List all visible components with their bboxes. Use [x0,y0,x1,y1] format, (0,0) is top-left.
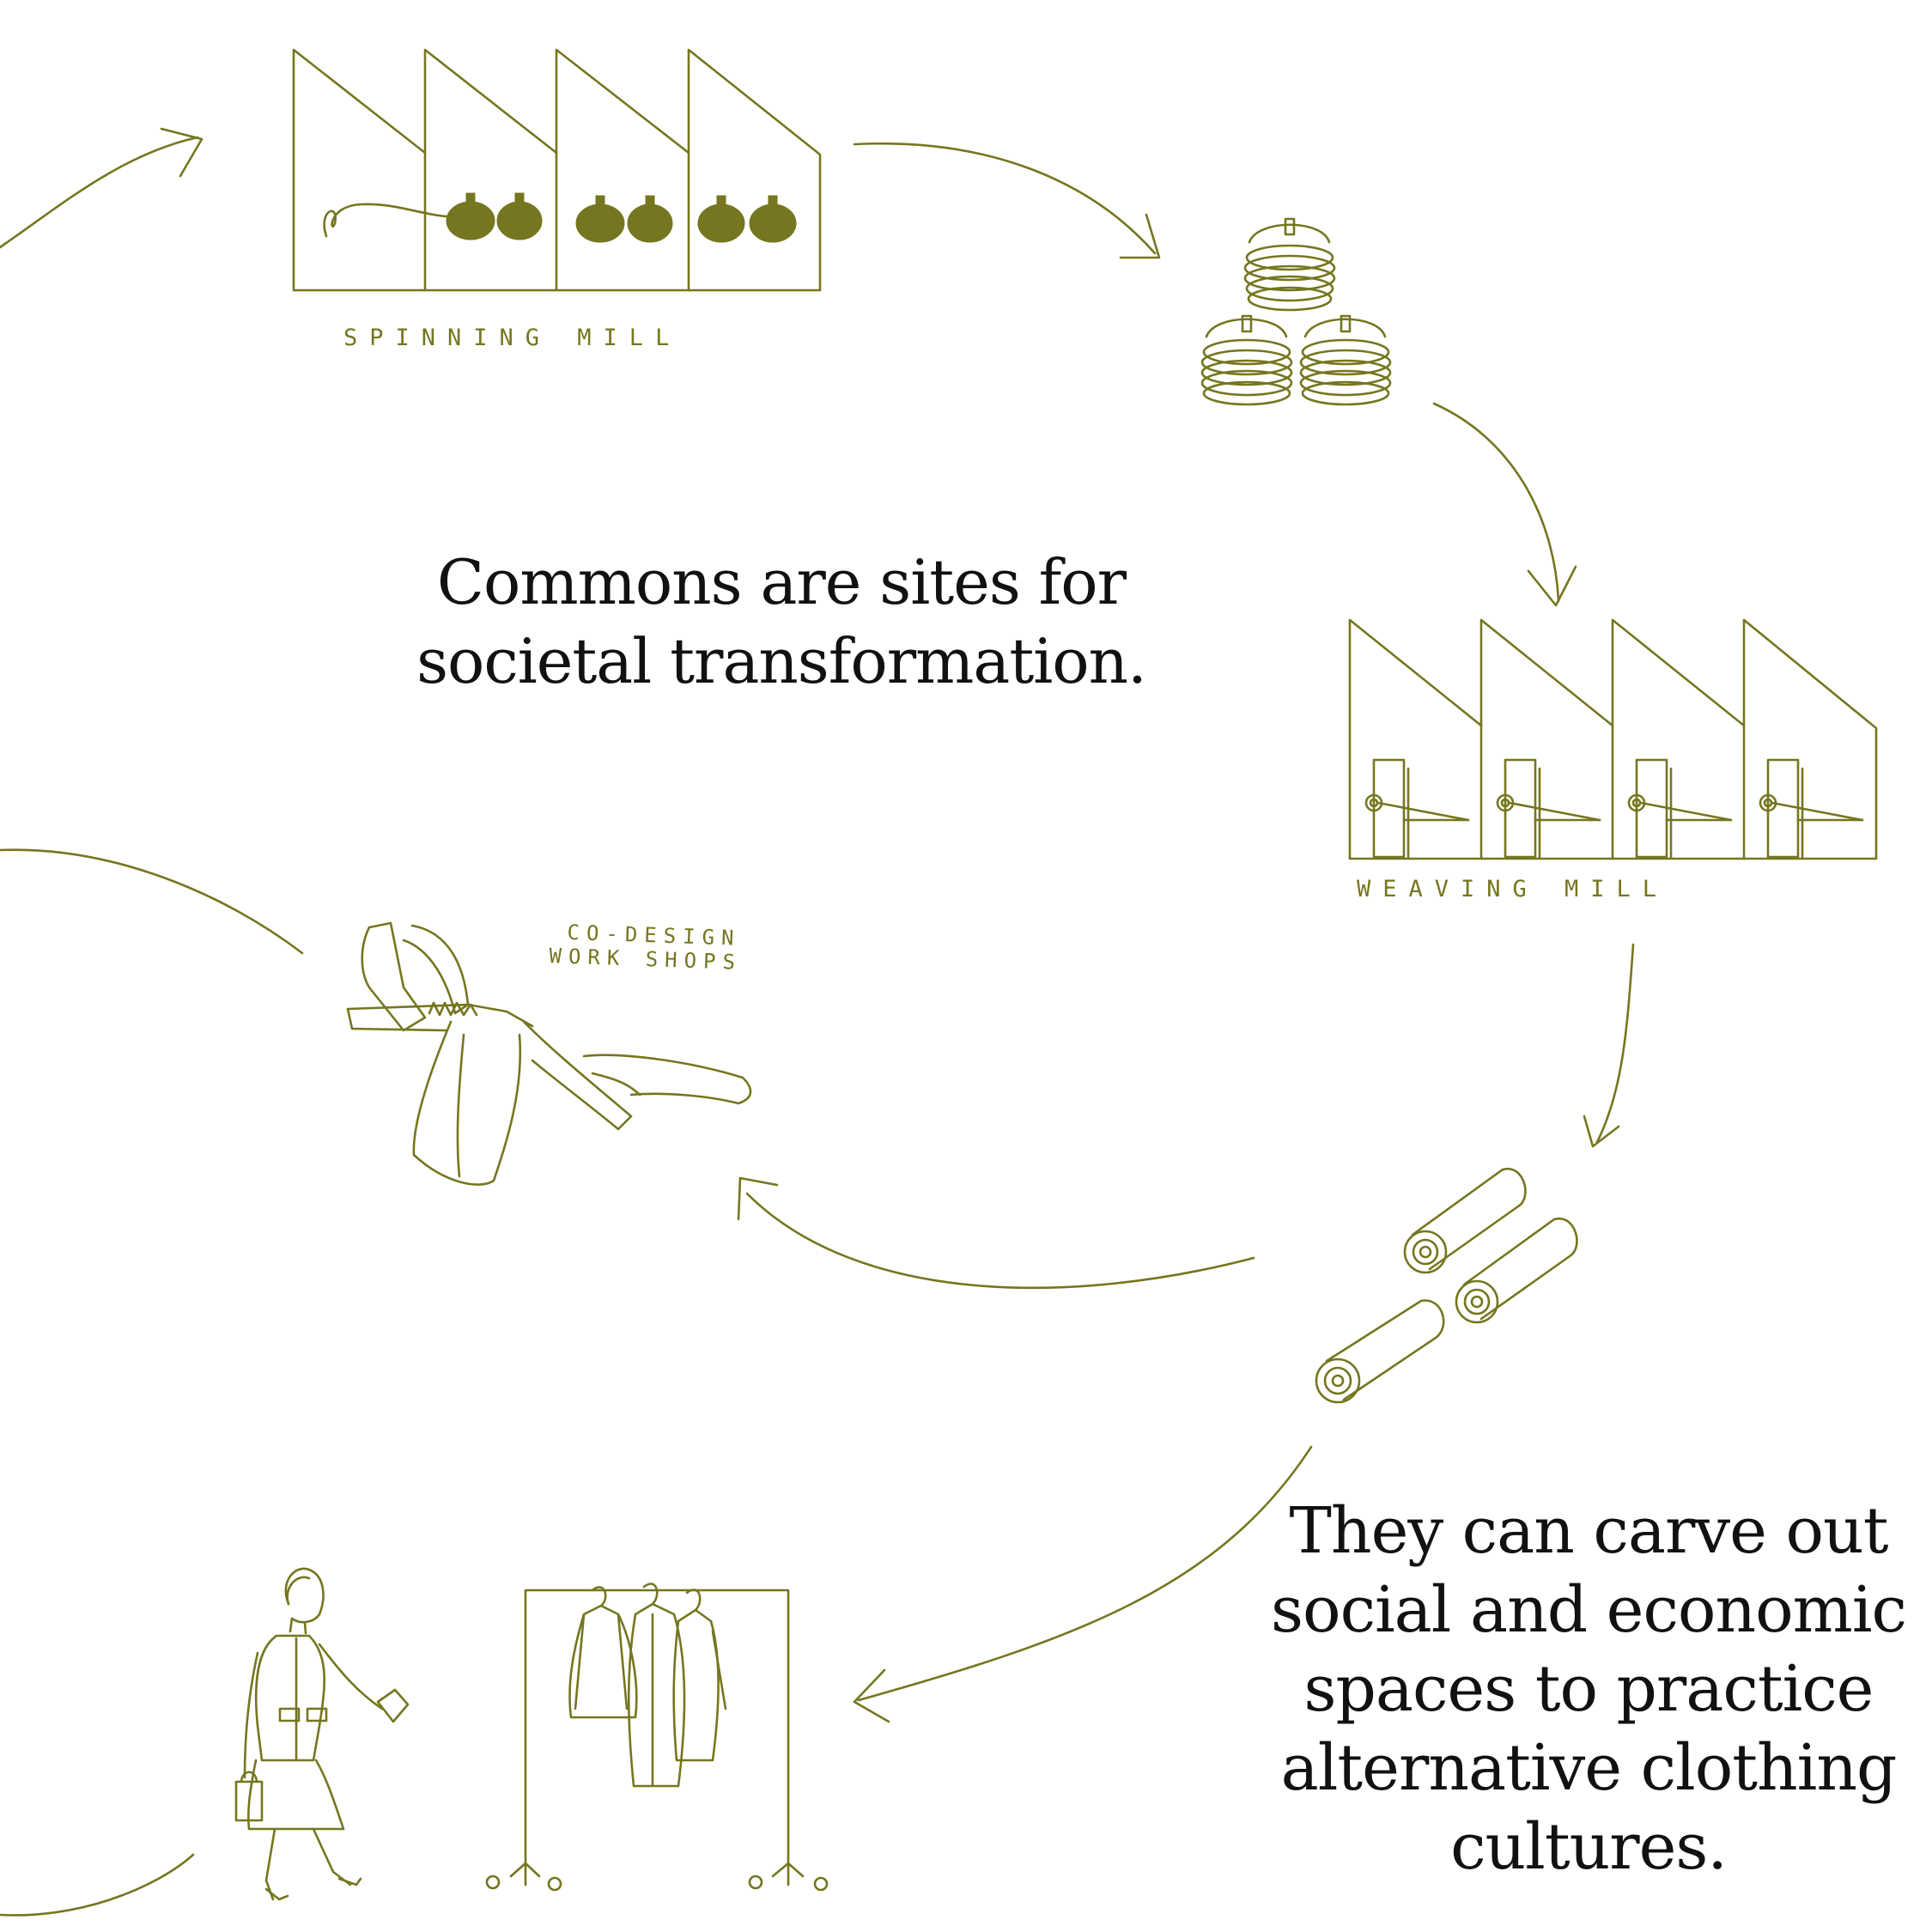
yarn-spools [1202,219,1390,404]
clothing-rack-drawing [487,1584,827,1890]
weaving-mill-drawing [1350,620,1876,859]
arrow-yarn-to-weaving [1434,404,1558,601]
arrow-fabric-to-workshops-head [738,1178,777,1219]
arrow-customer-out [0,1855,193,1915]
spinning-mill-label-text: SPINNING MILL [343,325,681,351]
arrow-into-spinning-mill [0,137,197,247]
yarn-spool [1202,316,1291,404]
hanging-garment [569,1587,636,1717]
fabric-roll [1405,1169,1525,1273]
yarn-spool [1301,316,1390,404]
arrow-fabric-to-workshops [747,1194,1254,1288]
statement-commons-sites: Commons are sites for societal transform… [378,543,1185,701]
arrow-mill-to-yarn [854,143,1155,253]
arrow-fabric-to-rack [859,1447,1311,1700]
looms [1366,760,1862,857]
spinning-mill-label: SPINNING MILL [343,325,681,351]
weaving-mill-label-text: WEAVING MILL [1357,876,1668,902]
co-design-workshops-label: CO-DESIGN WORK SHOPS [549,920,743,975]
fabric-roll [1456,1218,1577,1322]
weaving-mill-label: WEAVING MILL [1357,876,1668,902]
hanging-garment [674,1590,726,1760]
arrow-workshops-out [0,850,302,953]
spinning-mill-bobbins [447,193,796,242]
statement-carve-out-spaces: They can carve out social and economic s… [1262,1492,1915,1886]
arrow-into-spinning-mill-head [161,129,202,176]
fabric-rolls [1316,1169,1577,1402]
arrow-yarn-to-weaving-head [1528,567,1576,605]
yarn-spool [1245,219,1334,310]
arrow-weaving-to-fabric [1597,945,1633,1142]
spinning-mill-drawing [294,50,820,290]
customer-figure [236,1569,408,1899]
fabric-roll [1316,1301,1443,1402]
